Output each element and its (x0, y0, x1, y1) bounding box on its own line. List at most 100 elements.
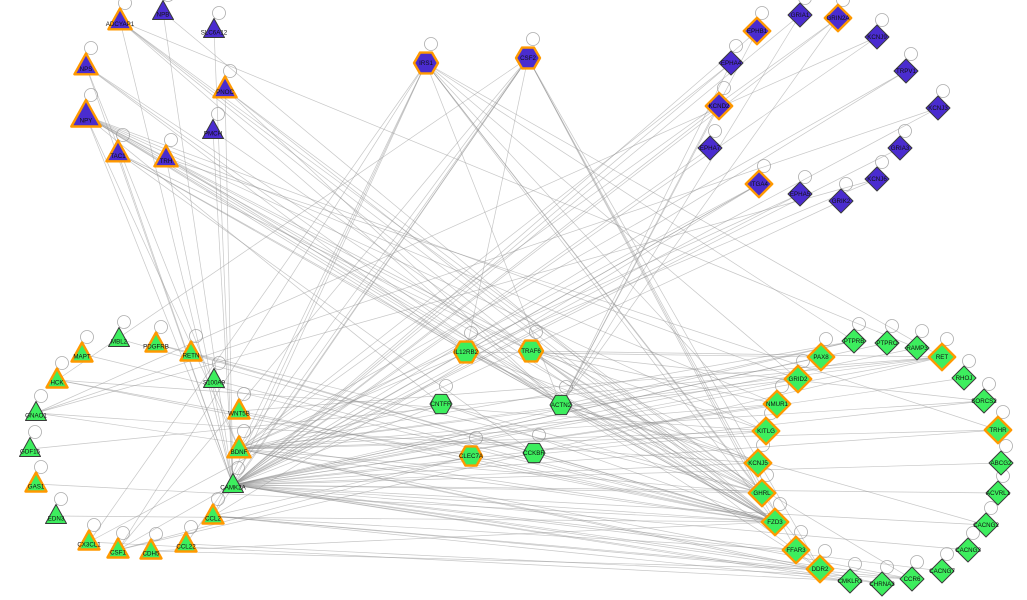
node-GRIA3[interactable]: GRIA3 (887, 135, 913, 161)
diamond-node-shape[interactable] (899, 566, 925, 592)
triangle-node-shape[interactable] (152, 0, 174, 20)
node-KITLG[interactable]: KITLG (751, 416, 781, 446)
highlighted-diamond-node-shape[interactable] (783, 364, 813, 394)
highlighted-triangle-node-shape[interactable] (139, 538, 163, 560)
node-TRAF6[interactable]: TRAF6 (517, 339, 545, 363)
node-ACTN2[interactable]: ACTN2 (549, 394, 573, 416)
node-HCK[interactable]: HCK (45, 367, 69, 389)
triangle-node-shape[interactable] (202, 119, 224, 139)
node-PTPRO[interactable]: PTPRO (874, 330, 900, 356)
diamond-node-shape[interactable] (787, 181, 813, 207)
node-PMCH[interactable]: PMCH (202, 119, 224, 139)
node-PTPRB[interactable]: PTPRB (841, 328, 867, 354)
highlighted-diamond-node-shape[interactable] (742, 16, 772, 46)
node-CDH5[interactable]: CDH5 (139, 538, 163, 560)
node-KCNJ6[interactable]: KCNJ6 (864, 166, 890, 192)
node-CLEC7A[interactable]: CLEC7A (458, 445, 484, 467)
hexagon-node-shape[interactable] (522, 442, 546, 464)
node-CCR6[interactable]: CCR6 (899, 566, 925, 592)
node-FZD3[interactable]: FZD3 (760, 507, 790, 537)
highlighted-triangle-node-shape[interactable] (106, 537, 130, 559)
triangle-node-shape[interactable] (203, 368, 225, 388)
node-SLC6A12[interactable]: SLC6A12 (201, 18, 228, 38)
node-PAX8[interactable]: PAX8 (806, 342, 836, 372)
highlighted-triangle-node-shape[interactable] (212, 75, 238, 99)
node-CCKBR[interactable]: CCKBR (522, 442, 546, 464)
node-GRIN2A[interactable]: GRIN2A (823, 3, 853, 33)
diamond-node-shape[interactable] (874, 330, 900, 356)
highlighted-hexagon-node-shape[interactable] (514, 46, 542, 70)
highlighted-diamond-node-shape[interactable] (704, 91, 734, 121)
highlighted-diamond-node-shape[interactable] (823, 3, 853, 33)
node-EPHB1[interactable]: EPHB1 (742, 16, 772, 46)
highlighted-triangle-node-shape[interactable] (227, 398, 251, 420)
node-CSF2[interactable]: CSF2 (514, 46, 542, 70)
highlighted-diamond-node-shape[interactable] (983, 415, 1013, 445)
hexagon-node-shape[interactable] (549, 394, 573, 416)
highlighted-triangle-node-shape[interactable] (24, 471, 48, 493)
hexagon-node-shape[interactable] (429, 393, 453, 415)
triangle-node-shape[interactable] (25, 401, 47, 421)
node-MBL2[interactable]: MBL2 (108, 327, 130, 347)
highlighted-triangle-node-shape[interactable] (226, 435, 252, 459)
node-KCNJ3[interactable]: KCNJ3 (925, 95, 951, 121)
node-EPHA4[interactable]: EPHA4 (718, 50, 744, 76)
node-GRIK2[interactable]: GRIK2 (828, 188, 854, 214)
node-TAC1[interactable]: TAC1 (105, 139, 131, 163)
diamond-node-shape[interactable] (697, 135, 723, 161)
node-ITGA4[interactable]: ITGA4 (744, 169, 774, 199)
highlighted-triangle-node-shape[interactable] (107, 7, 133, 31)
diamond-node-shape[interactable] (925, 95, 951, 121)
diamond-node-shape[interactable] (955, 537, 981, 563)
diamond-node-shape[interactable] (904, 335, 930, 361)
node-ADCYAP1[interactable]: ADCYAP1 (106, 7, 135, 31)
highlighted-diamond-node-shape[interactable] (744, 169, 774, 199)
highlighted-triangle-node-shape[interactable] (45, 367, 69, 389)
highlighted-diamond-node-shape[interactable] (806, 342, 836, 372)
diamond-node-shape[interactable] (887, 135, 913, 161)
triangle-node-shape[interactable] (222, 473, 244, 493)
node-NPS[interactable]: NPS (73, 52, 99, 76)
highlighted-diamond-node-shape[interactable] (743, 448, 773, 478)
highlighted-diamond-node-shape[interactable] (760, 507, 790, 537)
highlighted-triangle-node-shape[interactable] (153, 144, 179, 168)
highlighted-triangle-node-shape[interactable] (174, 531, 198, 553)
node-GDF15[interactable]: GDF15 (19, 437, 41, 457)
highlighted-diamond-node-shape[interactable] (751, 416, 781, 446)
node-CACNG7[interactable]: CACNG7 (929, 558, 955, 584)
diamond-node-shape[interactable] (951, 365, 977, 391)
diamond-node-shape[interactable] (864, 24, 890, 50)
node-SORCS2[interactable]: SORCS2 (971, 388, 997, 414)
node-CACNG3[interactable]: CACNG3 (955, 537, 981, 563)
triangle-node-shape[interactable] (45, 504, 67, 524)
node-IRS1[interactable]: IRS1 (412, 51, 440, 75)
diamond-node-shape[interactable] (893, 58, 919, 84)
node-EDN3[interactable]: EDN3 (45, 504, 67, 524)
highlighted-hexagon-node-shape[interactable] (412, 51, 440, 75)
highlighted-hexagon-node-shape[interactable] (452, 340, 480, 364)
diamond-node-shape[interactable] (929, 558, 955, 584)
diamond-node-shape[interactable] (973, 512, 999, 538)
highlighted-triangle-node-shape[interactable] (144, 331, 168, 353)
diamond-node-shape[interactable] (718, 50, 744, 76)
highlighted-hexagon-node-shape[interactable] (517, 339, 545, 363)
diamond-node-shape[interactable] (837, 568, 863, 594)
node-IL12RB2[interactable]: IL12RB2 (452, 340, 480, 364)
node-GAS1[interactable]: GAS1 (24, 471, 48, 493)
node-CX3CL1[interactable]: CX3CL1 (77, 529, 101, 551)
diamond-node-shape[interactable] (787, 2, 813, 28)
highlighted-diamond-node-shape[interactable] (747, 478, 777, 508)
highlighted-diamond-node-shape[interactable] (927, 342, 957, 372)
highlighted-diamond-node-shape[interactable] (805, 554, 835, 584)
node-CNTFR[interactable]: CNTFR (429, 393, 453, 415)
triangle-node-shape[interactable] (203, 18, 225, 38)
highlighted-triangle-node-shape[interactable] (73, 52, 99, 76)
node-ABCG2[interactable]: ABCG2 (988, 450, 1014, 476)
node-NMUR1[interactable]: NMUR1 (762, 389, 792, 419)
highlighted-triangle-node-shape[interactable] (201, 503, 225, 525)
diamond-node-shape[interactable] (841, 328, 867, 354)
diamond-node-shape[interactable] (971, 388, 997, 414)
highlighted-triangle-node-shape[interactable] (105, 139, 131, 163)
node-RET[interactable]: RET (927, 342, 957, 372)
highlighted-diamond-node-shape[interactable] (781, 535, 811, 565)
